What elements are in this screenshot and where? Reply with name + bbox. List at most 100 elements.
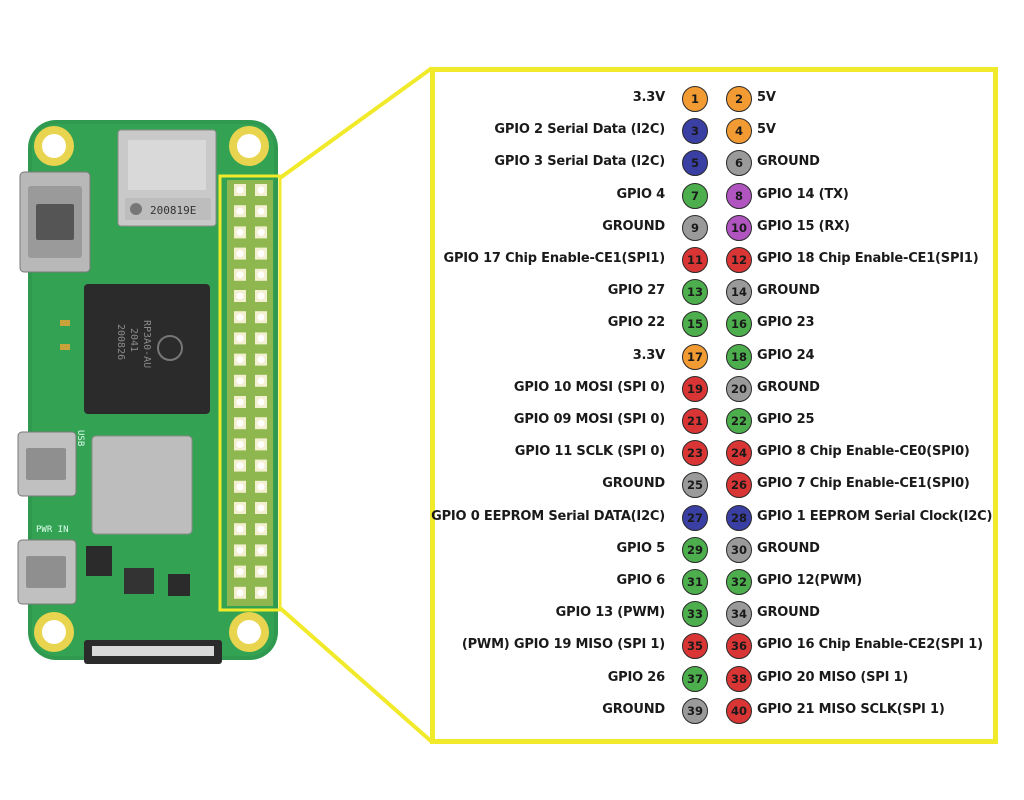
soc-marking-2: 2041 xyxy=(128,328,139,352)
pin-label-left: GPIO 0 EEPROM Serial DATA(I2C) xyxy=(431,508,665,524)
header-hole xyxy=(257,419,265,427)
pin-label-right: GPIO 15 (RX) xyxy=(757,218,850,234)
pin-label-right: GPIO 8 Chip Enable-CE0(SPI0) xyxy=(757,444,970,460)
header-hole xyxy=(257,271,265,279)
pin-number-badge: 37 xyxy=(682,665,708,692)
pin-label-left: GROUND xyxy=(602,701,665,717)
pin-number-badge: 17 xyxy=(682,343,708,370)
pin-number-badge: 10 xyxy=(726,214,752,241)
pin-number-badge: 24 xyxy=(726,440,752,467)
pin-number-badge: 11 xyxy=(682,247,708,273)
callout-line-top xyxy=(278,66,434,180)
header-hole xyxy=(236,334,244,342)
header-hole xyxy=(257,440,265,448)
usb-label: USB xyxy=(75,430,85,446)
pin-label-right: GROUND xyxy=(757,540,820,556)
pin-number-badge: 38 xyxy=(726,665,752,692)
pin-label-right: 5V xyxy=(757,90,776,105)
pin-number-badge: 14 xyxy=(726,279,752,306)
callout-line-bottom xyxy=(278,606,434,744)
header-hole xyxy=(257,462,265,470)
pin-number-badge: 34 xyxy=(726,601,752,628)
pin-label-right: GPIO 12(PWM) xyxy=(757,573,862,588)
pin-number-badge: 8 xyxy=(726,182,752,209)
pin-label-left: GPIO 5 xyxy=(616,540,666,556)
pin-label-left: GPIO 3 Serial Data (I2C) xyxy=(494,154,665,170)
pin-label-left: GPIO 17 Chip Enable-CE1(SPI1) xyxy=(443,251,665,266)
pin-number-badge: 30 xyxy=(726,536,752,563)
header-hole xyxy=(257,228,265,236)
header-hole xyxy=(257,398,265,406)
pin-label-right: GROUND xyxy=(757,283,820,299)
header-hole xyxy=(236,462,244,470)
pin-number-badge: 5 xyxy=(682,150,708,177)
pin-number-badge: 15 xyxy=(682,311,708,338)
header-hole xyxy=(257,334,265,342)
pin-row: GPIO 26 37 38 GPIO 20 MISO (SPI 1) xyxy=(435,664,993,694)
pin-number-badge: 13 xyxy=(682,279,708,306)
raspberry-logo-icon xyxy=(157,335,183,361)
pin-label-left: 3.3V xyxy=(632,347,665,363)
pin-label-left: GPIO 22 xyxy=(607,315,666,331)
header-hole xyxy=(236,377,244,385)
pin-number-badge: 36 xyxy=(726,633,752,660)
header-hole xyxy=(257,504,265,512)
pin-label-left: GPIO 2 Serial Data (I2C) xyxy=(494,122,665,138)
pin-label-right: GROUND xyxy=(757,379,820,395)
header-hole xyxy=(257,546,265,554)
pin-number-badge: 33 xyxy=(682,601,708,628)
pin-label-left: GPIO 10 MOSI (SPI 0) xyxy=(513,379,665,395)
header-hole xyxy=(236,292,244,300)
pin-number-badge: 25 xyxy=(682,472,708,499)
header-hole xyxy=(236,207,244,215)
pin-number-badge: 19 xyxy=(682,375,708,402)
header-hole xyxy=(236,228,244,236)
header-hole xyxy=(236,398,244,406)
soc-marking-1: RP3A0-AU xyxy=(141,320,152,368)
pin-number-badge: 27 xyxy=(682,504,708,531)
pin-number-badge: 21 xyxy=(682,408,708,434)
mounting-holes xyxy=(34,126,269,652)
header-hole xyxy=(257,186,265,194)
header-hole xyxy=(236,504,244,512)
pin-label-right: GPIO 18 Chip Enable-CE1(SPI1) xyxy=(757,251,979,266)
header-hole xyxy=(236,525,244,533)
pwr-in-label: PWR IN xyxy=(36,525,69,535)
pin-number-badge: 3 xyxy=(682,118,708,145)
pin-label-left: GPIO 6 xyxy=(616,573,666,588)
header-hole xyxy=(257,525,265,533)
pin-label-left: GPIO 26 xyxy=(607,669,666,685)
soc-marking-3: 200826 xyxy=(115,324,126,360)
pin-label-left: GPIO 13 (PWM) xyxy=(555,605,666,621)
header-hole xyxy=(257,377,265,385)
header-hole xyxy=(236,250,244,258)
sd-card-slot: 200819E xyxy=(117,129,217,227)
pin-label-right: 5V xyxy=(757,122,776,138)
gpio-header xyxy=(218,174,282,612)
pin-label-right: GPIO 1 EEPROM Serial Clock(I2C) xyxy=(757,508,993,524)
pin-label-right: GROUND xyxy=(757,605,820,621)
pin-label-right: GPIO 21 MISO SCLK(SPI 1) xyxy=(757,701,945,717)
pin-number-badge: 6 xyxy=(726,150,752,177)
soc-chip: RP3A0-AU 2041 200826 xyxy=(84,284,210,414)
raspberry-pi-zero-board: 200819E RP3A0-AU 2041 200826 USB PWR xyxy=(17,120,282,664)
header-hole xyxy=(236,546,244,554)
pin-number-badge: 4 xyxy=(726,118,752,145)
pin-number-badge: 39 xyxy=(682,697,708,724)
header-hole xyxy=(236,483,244,491)
pin-label-right: GPIO 20 MISO (SPI 1) xyxy=(757,669,909,685)
pin-number-badge: 12 xyxy=(726,247,752,273)
